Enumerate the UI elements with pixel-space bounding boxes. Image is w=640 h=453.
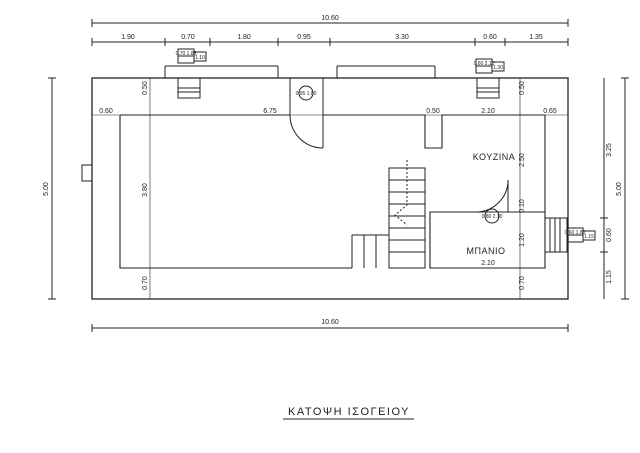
top-seg-3: 1.80	[237, 34, 251, 41]
left-overall-dim: 5.00	[43, 182, 50, 196]
right-overall-dim: 5.00	[616, 182, 623, 196]
left-chimney	[81, 164, 93, 182]
wall-c-dim: 0.65	[543, 108, 557, 115]
right-bottom-dim: 0.70	[519, 276, 526, 290]
bath-width-dim: 2.10	[481, 260, 495, 267]
right-top-dim: 0.50	[519, 81, 526, 95]
bath-door-size-tag: 0.80 2.10	[482, 214, 503, 220]
wall-a-dim: 0.60	[99, 108, 113, 115]
left-bottom-dim: 0.70	[142, 276, 149, 290]
main-door-swing	[289, 114, 324, 149]
top-seg-2: 0.70	[181, 34, 195, 41]
window2-size-tag: 0.60 2.10	[474, 61, 495, 67]
drawing-title: ΚΑΤΟΨΗ ΙΣΟΓΕΙΟΥ	[288, 406, 410, 418]
side-door-size-tag: 0.60 1.80	[565, 230, 586, 236]
top-seg-1: 1.90	[121, 34, 135, 41]
bath-door-tag	[484, 208, 500, 224]
kitchen-width-dim: 2.10	[481, 108, 495, 115]
main-door-tag	[298, 85, 314, 101]
bath-small-dim: 0.10	[519, 199, 526, 213]
room-width-dim: 6.75	[263, 108, 277, 115]
left-height-dim: 3.80	[142, 183, 149, 197]
top-seg-6: 0.60	[483, 34, 497, 41]
window2-sill-tag: 1.30	[493, 65, 503, 71]
kitchen-label: ΚΟΥΖΙΝΑ	[473, 152, 515, 162]
window1-size-tag: 0.70 1.85	[176, 51, 197, 57]
bath-height-dim: 1.20	[519, 233, 526, 247]
wall-b-dim: 0.50	[426, 108, 440, 115]
top-seg-4: 0.95	[297, 34, 311, 41]
right-middle-split-dim: 0.60	[606, 228, 613, 242]
right-bottom-split-dim: 1.15	[606, 270, 613, 284]
left-top-dim: 0.50	[142, 81, 149, 95]
window1-sill-tag: 1.10	[195, 55, 205, 61]
bathroom-label: ΜΠΑΝΙΟ	[467, 246, 506, 256]
side-door-sill-tag: 1.15	[584, 234, 594, 240]
bottom-overall-dim: 10.60	[321, 319, 339, 326]
outer-wall	[91, 77, 569, 300]
top-seg-7: 1.35	[529, 34, 543, 41]
top-overall-dim: 10.60	[321, 15, 339, 22]
right-top-split-dim: 3.25	[606, 143, 613, 157]
top-seg-5: 3.30	[395, 34, 409, 41]
main-door-size-tag: 0.95 1.80	[296, 91, 317, 97]
kitchen-height-dim: 2.50	[519, 153, 526, 167]
staircase	[351, 160, 426, 269]
bath-door-swing	[475, 179, 509, 213]
